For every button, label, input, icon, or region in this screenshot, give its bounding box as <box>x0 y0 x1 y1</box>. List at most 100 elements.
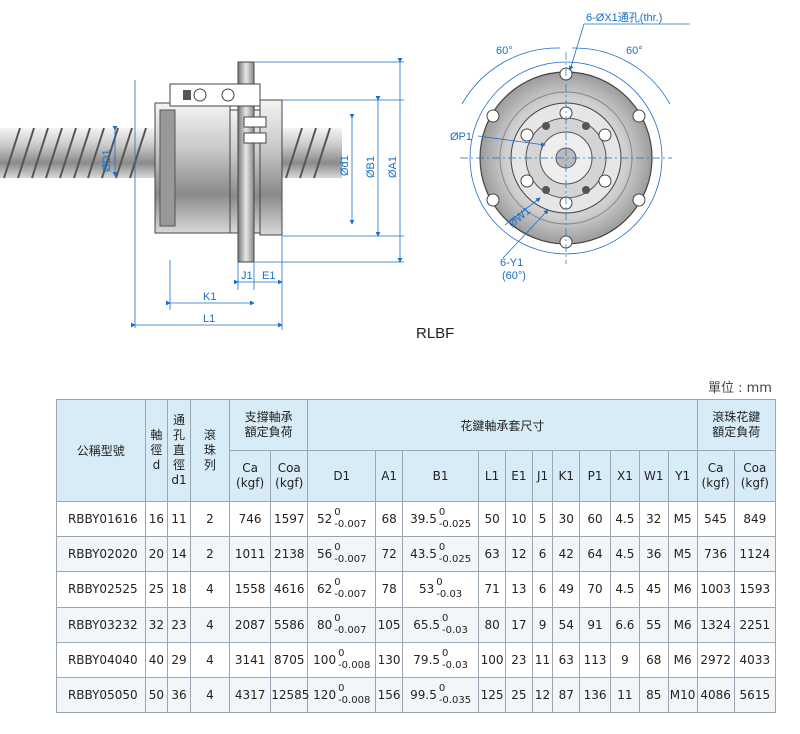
header-B1: B1 <box>401 450 480 502</box>
cell-L1: 63 <box>478 536 506 573</box>
header-D1: D1 <box>307 450 377 502</box>
cell-ca: 2087 <box>228 606 272 643</box>
technical-drawing: ØD1 Ød1 ØB1 ØA1 J1 E1 K1 L1 <box>0 11 690 342</box>
header-spline-load: 滾珠花鍵額定負荷 <box>696 399 777 451</box>
cell-X1: 9 <box>609 641 640 678</box>
cell-ca2: 4086 <box>696 676 735 714</box>
cell-coa: 8705 <box>270 641 309 678</box>
side-dimension-lines <box>112 58 404 330</box>
label-J1: J1 <box>241 270 253 282</box>
cell-d1: 18 <box>167 571 191 608</box>
label-B1: ØB1 <box>365 156 377 178</box>
cell-L1: 125 <box>478 676 506 714</box>
cell-d: 20 <box>144 536 169 573</box>
cell-rows: 2 <box>189 536 231 573</box>
cell-rows: 2 <box>189 500 231 538</box>
cell-rows: 4 <box>189 571 231 608</box>
label-d1: Ød1 <box>339 155 351 176</box>
cell-W1: 55 <box>638 606 669 643</box>
cell-L1: 71 <box>478 571 506 608</box>
header-L1: L1 <box>478 450 506 502</box>
unit-label: 單位 : mm <box>708 381 772 396</box>
header-K1: K1 <box>552 450 581 502</box>
label-angle-left: 60° <box>496 45 513 57</box>
cell-X1: 4.5 <box>609 500 640 538</box>
spline-nut-body <box>154 61 283 263</box>
cell-A1: 130 <box>375 641 403 678</box>
label-D1: ØD1 <box>101 149 113 172</box>
header-P1: P1 <box>579 450 611 502</box>
cell-ca2: 2972 <box>696 641 735 678</box>
cell-A1: 68 <box>375 500 403 538</box>
label-P1: ØP1 <box>450 131 472 143</box>
cell-E1: 12 <box>504 536 533 573</box>
front-dimension-lines <box>461 23 690 259</box>
cell-E1: 23 <box>504 641 533 678</box>
header-E1: E1 <box>504 450 533 502</box>
cell-A1: 105 <box>375 606 403 643</box>
cell-P1: 91 <box>579 606 611 643</box>
cell-P1: 70 <box>579 571 611 608</box>
front-view <box>460 52 672 264</box>
cell-coa: 5586 <box>270 606 309 643</box>
header-A1: A1 <box>375 450 403 502</box>
cell-J1: 9 <box>531 606 554 643</box>
cell-K1: 54 <box>552 606 581 643</box>
cell-ca: 746 <box>228 500 272 538</box>
cell-d1: 29 <box>167 641 191 678</box>
cell-X1: 6.6 <box>609 606 640 643</box>
cell-ca: 4317 <box>228 676 272 714</box>
cell-L1: 50 <box>478 500 506 538</box>
header-Y1: Y1 <box>667 450 698 502</box>
cell-K1: 49 <box>552 571 581 608</box>
cell-d1: 14 <box>167 536 191 573</box>
header-J1: J1 <box>531 450 554 502</box>
cell-coa: 4616 <box>270 571 309 608</box>
cell-d1: 23 <box>167 606 191 643</box>
cell-P1: 113 <box>579 641 611 678</box>
cell-Y1: M5 <box>667 536 698 573</box>
cell-d: 25 <box>144 571 169 608</box>
cell-W1: 85 <box>638 676 669 714</box>
cell-rows: 4 <box>189 676 231 714</box>
cell-d1: 36 <box>167 676 191 714</box>
cell-E1: 17 <box>504 606 533 643</box>
cell-J1: 6 <box>531 571 554 608</box>
cell-Y1: M5 <box>667 500 698 538</box>
cell-J1: 6 <box>531 536 554 573</box>
header-coa: Coa(kgf) <box>270 450 309 502</box>
cell-J1: 12 <box>531 676 554 714</box>
header-W1: W1 <box>638 450 669 502</box>
cell-A1: 78 <box>375 571 403 608</box>
cell-ca: 1558 <box>228 571 272 608</box>
header-coa2: Coa(kgf) <box>733 450 777 502</box>
cell-L1: 80 <box>478 606 506 643</box>
cell-K1: 63 <box>552 641 581 678</box>
cell-P1: 60 <box>579 500 611 538</box>
cell-d: 32 <box>144 606 169 643</box>
cell-model: RBBY05050 <box>56 676 146 714</box>
cell-Y1: M6 <box>667 641 698 678</box>
cell-A1: 72 <box>375 536 403 573</box>
header-support-load: 支撐軸承額定負荷 <box>228 399 309 451</box>
cell-X1: 4.5 <box>609 571 640 608</box>
cell-P1: 64 <box>579 536 611 573</box>
cell-W1: 45 <box>638 571 669 608</box>
